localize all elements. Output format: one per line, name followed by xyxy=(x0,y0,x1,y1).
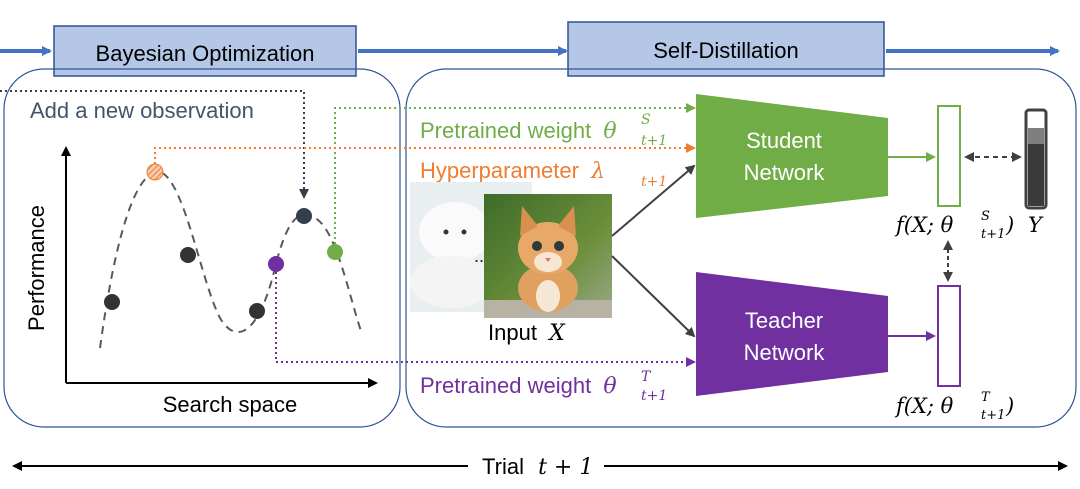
pretrained-teacher-label: Pretrained weight θ xyxy=(420,373,617,399)
teacher-network: Teacher Network xyxy=(696,272,888,396)
student-weight-link xyxy=(334,103,696,244)
hyper-sub: t+1 xyxy=(641,174,667,190)
teacher-network-line2: Network xyxy=(744,340,826,365)
y-axis-label: Performance xyxy=(24,205,49,331)
cat-nose xyxy=(545,258,551,262)
cat-eye xyxy=(532,241,542,251)
hyperparameter-label: Hyperparameter λ xyxy=(420,158,605,184)
observation-point xyxy=(104,294,120,310)
bo-stage-box xyxy=(53,25,357,77)
teacher-weight-point xyxy=(268,256,284,272)
teacher-network-shape xyxy=(696,272,888,396)
label-vector-rest xyxy=(1028,144,1044,206)
dog-eye xyxy=(461,229,467,235)
student-out-sup: S xyxy=(981,209,990,224)
student-sup: S xyxy=(641,112,651,128)
cat-image xyxy=(484,194,612,318)
student-network-shape xyxy=(696,94,888,218)
teacher-sup: T xyxy=(641,369,652,385)
add-observation-label: Add a new observation xyxy=(30,98,254,123)
cat-chest xyxy=(536,280,560,312)
trial-label: Trial t + 1 xyxy=(482,454,593,480)
label-vector-active xyxy=(1028,128,1044,144)
bo-panel-content: Add a new observation Performance Search… xyxy=(0,90,378,417)
new-observation-point xyxy=(296,208,312,224)
label-y: Y xyxy=(1028,213,1044,237)
student-out-close: ) xyxy=(1005,213,1014,237)
trial-span: Trial t + 1 xyxy=(12,454,1068,480)
teacher-sub: t+1 xyxy=(641,388,667,404)
new-observation-link xyxy=(0,90,309,199)
bo-panel xyxy=(3,68,401,428)
teacher-weight-link xyxy=(275,272,696,367)
label-vector xyxy=(1024,108,1048,210)
sd-labels: Pretrained weight θ S t+1 Hyperparameter… xyxy=(420,112,667,404)
teacher-output-label: f(X; θ xyxy=(894,394,954,418)
teacher-out-close: ) xyxy=(1005,394,1014,418)
x-axis-label: Search space xyxy=(163,392,298,417)
hyperparameter-link xyxy=(154,143,696,164)
dog-head xyxy=(419,202,491,262)
teacher-out-sub: t+1 xyxy=(981,408,1005,423)
student-output-vector xyxy=(937,105,961,207)
student-output-label: f(X; θ xyxy=(894,213,954,237)
student-network-line1: Student xyxy=(746,128,822,153)
observation-point xyxy=(180,247,196,263)
teacher-output-vector xyxy=(937,285,961,387)
sd-stage-box xyxy=(567,21,885,77)
cat-ear xyxy=(520,206,538,236)
student-network: Student Network xyxy=(696,94,888,218)
dog-body xyxy=(410,256,494,308)
student-weight-point xyxy=(327,244,343,260)
cat-eye xyxy=(554,241,564,251)
input-images: ... Input X xyxy=(410,182,612,346)
student-sub: t+1 xyxy=(641,133,667,149)
sd-stage-title: Self-Distillation xyxy=(653,38,799,63)
pretrained-student-label: Pretrained weight θ xyxy=(420,118,617,144)
teacher-out-sup: T xyxy=(981,390,991,405)
input-to-student-arrow xyxy=(611,164,696,237)
bo-stage-title: Bayesian Optimization xyxy=(96,41,315,66)
cat-head xyxy=(518,222,578,274)
hyperparameter-point xyxy=(146,163,164,181)
teacher-network-line1: Teacher xyxy=(745,308,823,333)
cat-ear xyxy=(558,206,576,236)
student-network-line2: Network xyxy=(744,160,826,185)
student-out-sub: t+1 xyxy=(981,227,1005,242)
dog-eye xyxy=(443,229,449,235)
input-label: Input X xyxy=(488,320,566,346)
input-to-teacher-arrow xyxy=(611,255,696,338)
observation-point xyxy=(249,303,265,319)
sd-panel xyxy=(405,68,1077,428)
top-timeline: Bayesian Optimization Self-Distillation xyxy=(0,21,1060,77)
performance-curve xyxy=(99,170,363,349)
